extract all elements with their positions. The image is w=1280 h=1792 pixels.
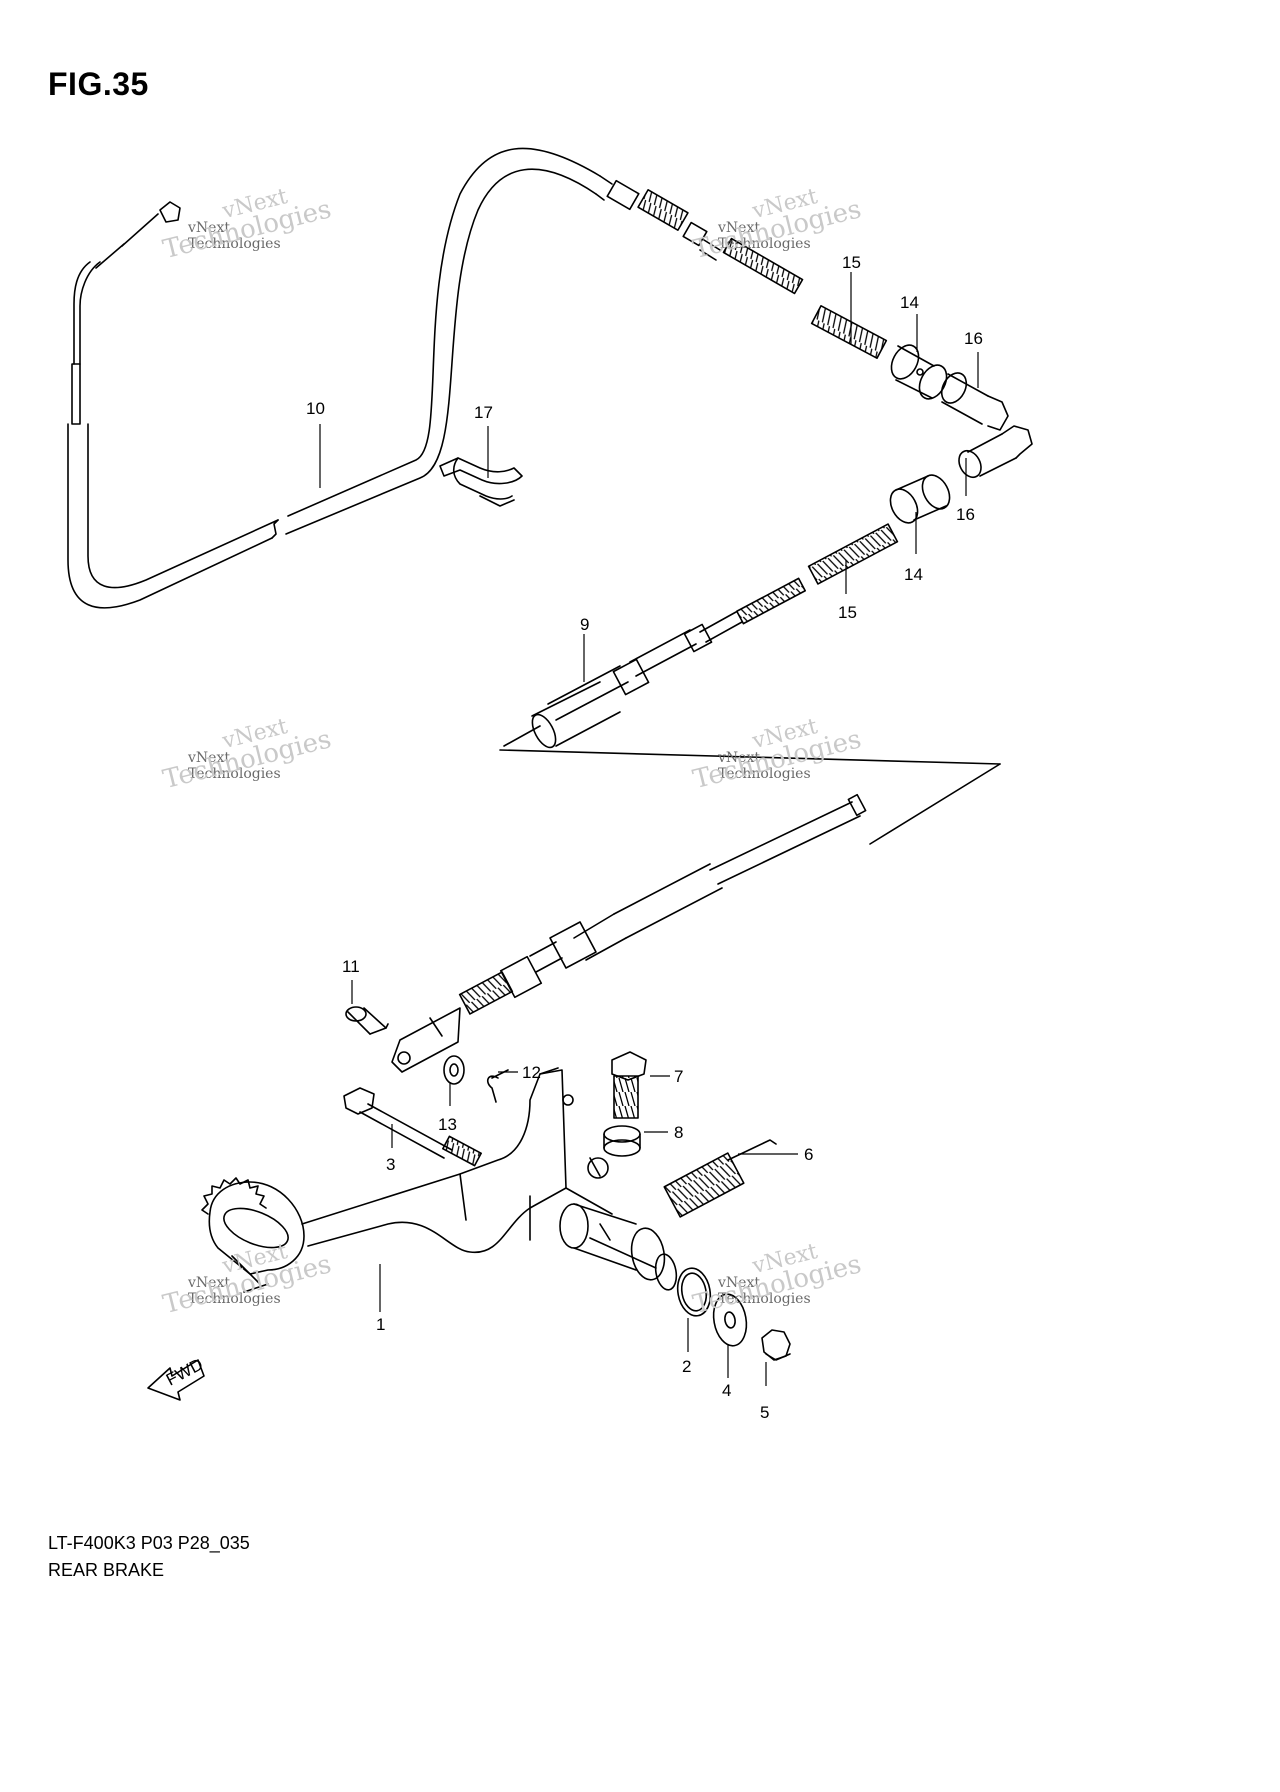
callout-16-lower: 16 bbox=[956, 505, 975, 524]
callout-7: 7 bbox=[674, 1067, 683, 1086]
pedal-washer bbox=[712, 1293, 748, 1347]
upper-trunnion bbox=[890, 344, 948, 400]
callout-3: 3 bbox=[386, 1155, 395, 1174]
clevis-pin bbox=[345, 1006, 389, 1035]
upper-brake-cable bbox=[67, 147, 804, 609]
bolt bbox=[611, 1051, 647, 1119]
callout-17: 17 bbox=[474, 403, 493, 422]
o-ring bbox=[676, 1267, 712, 1317]
lower-joint-pin bbox=[958, 425, 1033, 479]
washer bbox=[443, 1055, 465, 1085]
cable-clamp bbox=[439, 457, 523, 507]
callout-13: 13 bbox=[438, 1115, 457, 1134]
lower-cable-lower-section bbox=[391, 793, 867, 1073]
callout-15-lower: 15 bbox=[838, 603, 857, 622]
callout-14-upper: 14 bbox=[900, 293, 919, 312]
figure-title: FIG.35 bbox=[48, 66, 149, 102]
callout-1: 1 bbox=[376, 1315, 385, 1334]
leader-lines bbox=[319, 272, 979, 1386]
callout-11: 11 bbox=[342, 957, 360, 976]
brake-pedal bbox=[201, 1067, 678, 1293]
lower-adjuster-spring bbox=[807, 523, 899, 585]
callout-15-upper: 15 bbox=[842, 253, 861, 272]
callout-labels: 1 2 3 4 5 6 7 8 9 10 11 12 13 14 14 15 1… bbox=[163, 253, 983, 1422]
long-bolt bbox=[343, 1087, 482, 1167]
callout-4: 4 bbox=[722, 1381, 731, 1400]
callout-8: 8 bbox=[674, 1123, 683, 1142]
nut bbox=[603, 1125, 641, 1157]
callout-12: 12 bbox=[522, 1063, 541, 1082]
cotter-pin bbox=[486, 1069, 509, 1103]
upper-joint-pin bbox=[940, 372, 1009, 431]
return-spring bbox=[663, 1139, 777, 1218]
cable-break-line bbox=[499, 725, 1001, 845]
callout-9: 9 bbox=[580, 615, 589, 634]
fwd-arrow-icon bbox=[147, 1359, 205, 1401]
callout-10: 10 bbox=[306, 399, 325, 418]
lower-trunnion bbox=[889, 474, 951, 524]
callout-6: 6 bbox=[804, 1145, 813, 1164]
lower-brake-cable bbox=[531, 577, 806, 749]
fwd-label: FWD bbox=[163, 1355, 206, 1390]
drawing-code: LT-F400K3 P03 P28_035 bbox=[48, 1533, 250, 1553]
flange-nut bbox=[761, 1329, 791, 1361]
callout-2: 2 bbox=[682, 1357, 691, 1376]
section-name: REAR BRAKE bbox=[48, 1560, 165, 1580]
callout-16-upper: 16 bbox=[964, 329, 983, 348]
callout-14-lower: 14 bbox=[904, 565, 923, 584]
upper-adjuster-spring bbox=[810, 305, 888, 359]
callout-5: 5 bbox=[760, 1403, 769, 1422]
